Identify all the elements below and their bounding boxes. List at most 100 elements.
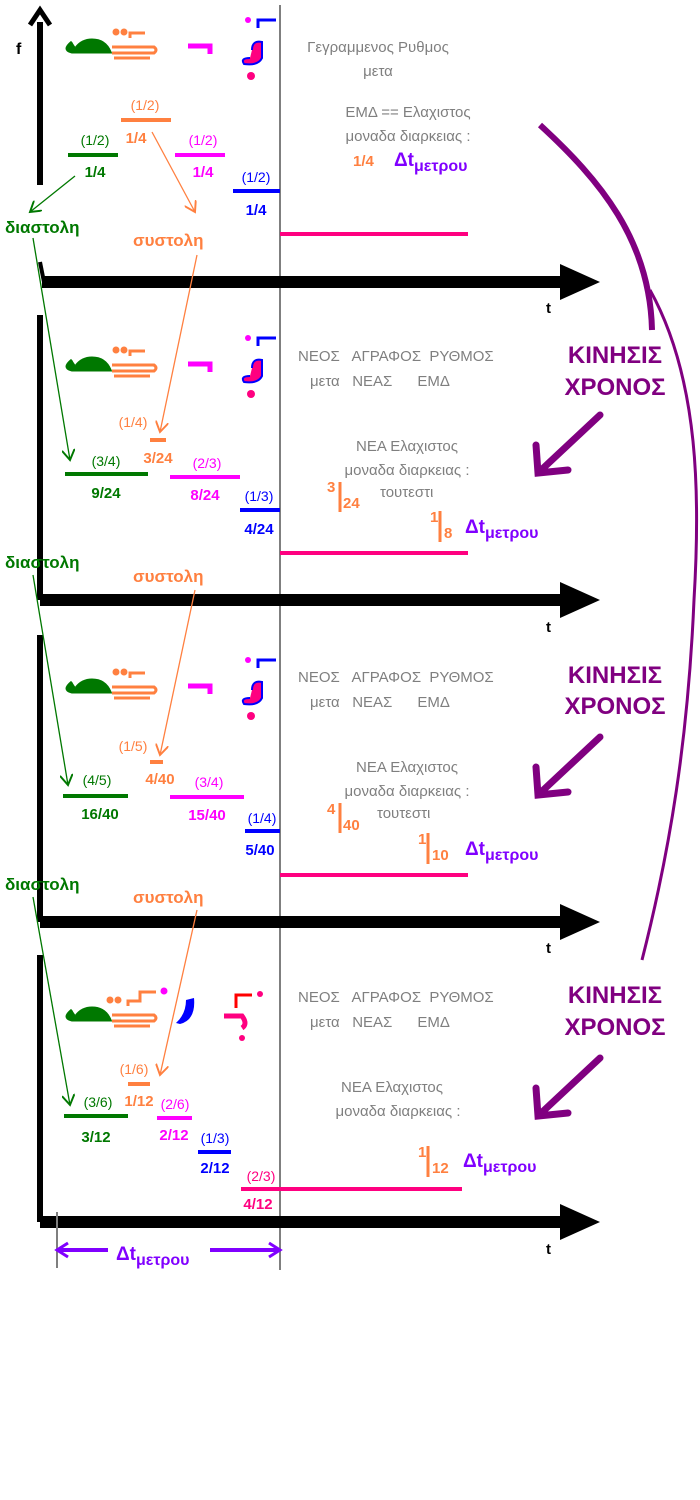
- note-ratio: (1/3): [245, 488, 274, 504]
- note-ratio: (1/2): [131, 97, 160, 113]
- section-4-description: ΝΕΟΣ ΑΓΡΑΦΟΣ ΡΥΘΜΟΣ μετα ΝΕΑΣ ΕΜΔ ΝΕΑ Ελ…: [298, 989, 537, 1177]
- t-axis-arrow-icon: [560, 904, 600, 940]
- dt-metrou-label: Δtμετρου: [465, 517, 539, 542]
- note-duration: 2/12: [200, 1160, 229, 1177]
- diastole-label: διαστολη: [5, 553, 79, 572]
- note-duration: 3/24: [143, 450, 173, 467]
- emd-definition: ΕΜΔ == Ελαχιστος: [345, 104, 470, 121]
- section-2-notes: (3/4) 9/24 (1/4) 3/24 (2/3) 8/24 (1/3) 4…: [65, 414, 280, 538]
- section-subtitle: μετα: [363, 63, 393, 80]
- kinisis-label: ΚΙΝΗΣΙΣ: [568, 982, 662, 1009]
- t-axis-label: t: [546, 1241, 551, 1258]
- section-subtitle: μετα ΝΕΑΣ ΕΜΔ: [310, 373, 450, 390]
- dt-metrou-label: Δtμετρου: [116, 1244, 190, 1269]
- section-title: ΝΕΟΣ ΑΓΡΑΦΟΣ ΡΥΘΜΟΣ: [298, 989, 494, 1006]
- f-axis-label: f: [16, 41, 22, 58]
- chronos-label: ΧΡΟΝΟΣ: [564, 374, 665, 401]
- note-ratio: (1/3): [201, 1130, 230, 1146]
- note-duration: 1/4: [246, 202, 268, 219]
- t-axis-arrow-icon: [560, 1204, 600, 1240]
- t-axis-label: t: [546, 940, 551, 957]
- orange-wave-symbol-icon: [112, 28, 158, 60]
- purple-arrow-icon: [532, 733, 604, 799]
- result-numerator: 1: [418, 831, 426, 848]
- dt-metrou-label: Δtμετρου: [394, 150, 468, 175]
- section-2-description: ΝΕΟΣ ΑΓΡΑΦΟΣ ΡΥΘΜΟΣ μετα ΝΕΑΣ ΕΜΔ ΝΕΑ Ελ…: [280, 348, 539, 555]
- note-duration: 4/12: [243, 1196, 272, 1213]
- emd-definition-2: μοναδα διαρκειας :: [345, 462, 470, 479]
- systole-label: συστολη: [133, 888, 204, 907]
- emd-definition-2: μοναδα διαρκειας :: [336, 1103, 461, 1120]
- notation-symbols-3: [67, 657, 276, 720]
- note-ratio: (1/5): [119, 738, 148, 754]
- diastole-systole-annotations: διαστολη συστολη διαστολη συστολη διαστο…: [5, 131, 204, 1105]
- note-ratio: (3/6): [84, 1094, 113, 1110]
- section-title: ΝΕΟΣ ΑΓΡΑΦΟΣ ΡΥΘΜΟΣ: [298, 669, 494, 686]
- purple-arrow-icon: [532, 411, 604, 477]
- note-duration: 5/40: [245, 842, 274, 859]
- result-denominator: 12: [432, 1160, 449, 1177]
- section-4-notes: (3/6) 3/12 (1/6) 1/12 (2/6) 2/12 (1/3) 2…: [64, 1061, 462, 1213]
- section-3-description: ΝΕΟΣ ΑΓΡΑΦΟΣ ΡΥΘΜΟΣ μετα ΝΕΑΣ ΕΜΔ ΝΕΑ Ελ…: [280, 669, 539, 877]
- result-numerator: 1: [418, 1144, 426, 1161]
- result-denominator: 10: [432, 847, 449, 864]
- result-denominator: 8: [444, 525, 452, 542]
- dt-metrou-label: Δtμετρου: [465, 839, 539, 864]
- axes: f t t t t: [16, 5, 600, 1258]
- systole-label: συστολη: [133, 231, 204, 250]
- emd-definition: ΝΕΑ Ελαχιστος: [356, 438, 458, 455]
- section-1-notes: (1/2) 1/4 (1/2) 1/4 (1/2) 1/4 (1/2) 1/4: [68, 97, 280, 219]
- chronos-label: ΧΡΟΝΟΣ: [564, 693, 665, 720]
- diastole-label: διαστολη: [5, 218, 79, 237]
- right-arrow-icon: [268, 1241, 283, 1259]
- emd-definition-2: μοναδα διαρκειας :: [346, 128, 471, 145]
- note-duration: 3/12: [81, 1129, 110, 1146]
- t-axis-arrow-icon: [560, 264, 600, 300]
- section-subtitle: μετα ΝΕΑΣ ΕΜΔ: [310, 694, 450, 711]
- note-ratio: (2/3): [193, 455, 222, 471]
- systole-label: συστολη: [133, 567, 204, 586]
- note-duration: 9/24: [91, 485, 121, 502]
- section-3-notes: (4/5) 16/40 (1/5) 4/40 (3/4) 15/40 (1/4)…: [63, 738, 280, 859]
- emd-definition: ΝΕΑ Ελαχιστος: [356, 759, 458, 776]
- notation-symbols: [65, 17, 276, 80]
- emd-denominator: 24: [343, 495, 360, 512]
- kinisis-label: ΚΙΝΗΣΙΣ: [568, 342, 662, 369]
- note-ratio: (1/4): [248, 810, 277, 826]
- emd-numerator: 3: [327, 479, 335, 496]
- note-duration: 16/40: [81, 806, 119, 823]
- diastole-label: διαστολη: [5, 875, 79, 894]
- note-ratio: (3/4): [195, 774, 224, 790]
- kinisis-label: ΚΙΝΗΣΙΣ: [568, 662, 662, 689]
- section-1-description: Γεγραμμενος Ρυθμος μετα ΕΜΔ == Ελαχιστος…: [280, 39, 471, 236]
- toutesti-label: τουτεστι: [380, 484, 433, 501]
- notation-symbols-2: [67, 335, 276, 398]
- section-title: ΝΕΟΣ ΑΓΡΑΦΟΣ ΡΥΘΜΟΣ: [298, 348, 494, 365]
- magenta-hook-symbol-icon: [188, 43, 213, 54]
- note-ratio: (2/3): [247, 1168, 276, 1184]
- emd-denominator: 40: [343, 817, 360, 834]
- green-bird-symbol-icon: [65, 38, 113, 54]
- t-axis-label: t: [546, 300, 551, 317]
- chronos-label: ΧΡΟΝΟΣ: [564, 1014, 665, 1041]
- note-duration: 4/24: [244, 521, 274, 538]
- section-title: Γεγραμμενος Ρυθμος: [307, 39, 449, 56]
- dt-measure-indicator: Δtμετρου: [54, 1212, 283, 1269]
- note-ratio: (1/6): [120, 1061, 149, 1077]
- left-arrow-icon: [54, 1241, 69, 1259]
- note-ratio: (2/6): [161, 1096, 190, 1112]
- emd-definition: ΝΕΑ Ελαχιστος: [341, 1079, 443, 1096]
- note-duration: 4/40: [145, 771, 174, 788]
- orange-wave-symbol-icon: [106, 987, 168, 1028]
- note-ratio: (1/2): [189, 132, 218, 148]
- emd-numerator: 4: [327, 801, 336, 818]
- note-duration: 1/4: [85, 164, 107, 181]
- note-duration: 8/24: [190, 487, 220, 504]
- f-axis-arrow-icon: [27, 5, 53, 27]
- note-duration: 2/12: [159, 1127, 188, 1144]
- notation-symbols-4: [65, 987, 263, 1041]
- t-axis-label: t: [546, 619, 551, 636]
- mixed-note-symbol-icon: [241, 17, 276, 80]
- toutesti-label: τουτεστι: [377, 805, 430, 822]
